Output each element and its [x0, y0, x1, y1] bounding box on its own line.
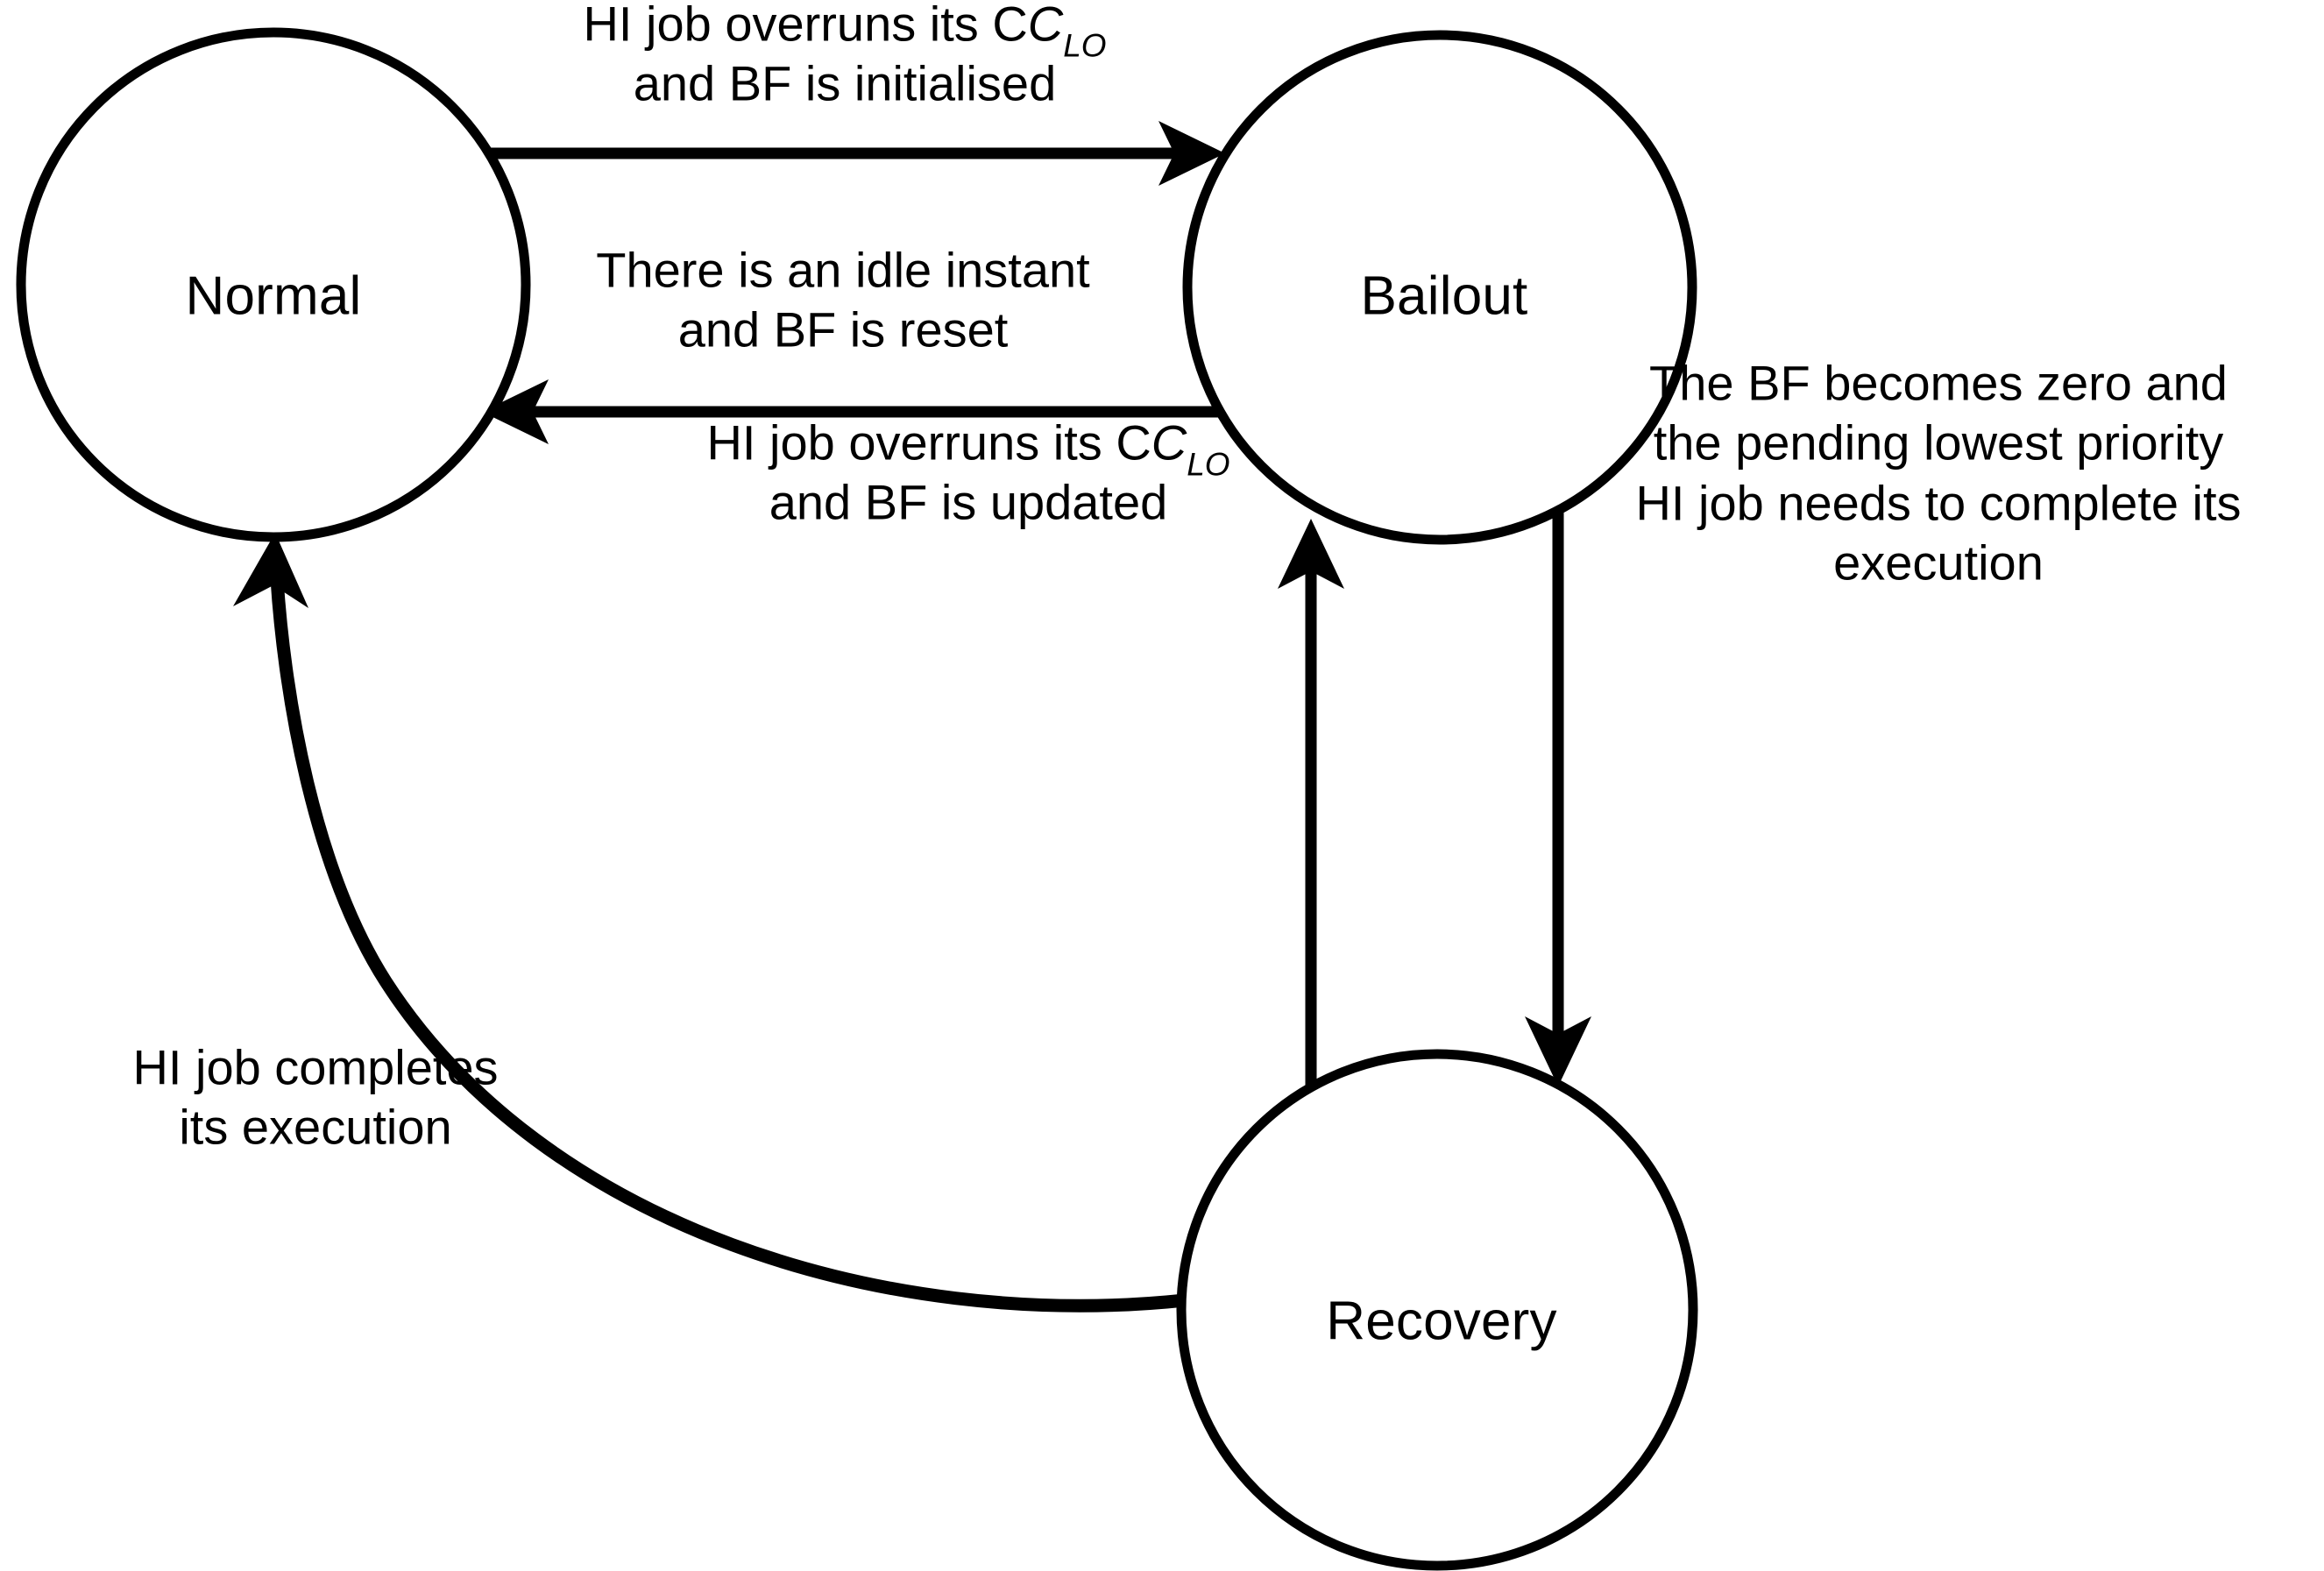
edge-label-line: HI job needs to complete its — [1635, 475, 2242, 530]
edge-label-line: HI job overruns its CCLO — [706, 414, 1230, 483]
edge-label-line: the pending lowest priority — [1653, 414, 2224, 471]
state-label-recovery: Recovery — [1326, 1291, 1557, 1352]
edge-recovery-to-normal-arrowhead — [233, 533, 308, 608]
edge-normal-to-bailout-arrowhead — [1158, 121, 1225, 186]
edge-recovery-to-bailout[interactable] — [1278, 519, 1344, 1113]
edge-bailout-to-normal[interactable] — [482, 379, 1227, 444]
edge-recovery-to-bailout-arrowhead — [1278, 519, 1344, 589]
edge-label-line: and BF is initialised — [633, 56, 1057, 111]
edge-bailout-to-normal-arrowhead — [482, 379, 549, 444]
edge-label-line: its execution — [179, 1100, 452, 1155]
edge-normal-to-bailout[interactable] — [480, 121, 1225, 186]
state-node-recovery[interactable] — [1176, 1049, 1698, 1571]
edge-label-recovery-to-normal: HI job completes its execution — [132, 1038, 498, 1158]
edge-label-line: HI job overruns its CCLO — [583, 0, 1106, 62]
state-node-bailout[interactable] — [1182, 30, 1697, 545]
edge-label-line: and BF is reset — [677, 302, 1009, 357]
edge-label-line: There is an idle instant — [596, 242, 1090, 298]
edge-bailout-to-recovery-arrowhead — [1525, 1016, 1591, 1086]
edge-label-normal-to-bailout: HI job overruns its CCLO and BF is initi… — [583, 0, 1106, 114]
edge-label-recovery-to-bailout: HI job overruns its CCLO and BF is updat… — [706, 414, 1229, 534]
state-label-bailout: Bailout — [1360, 265, 1528, 327]
edge-label-line: The BF becomes zero and — [1649, 355, 2228, 411]
edge-label-line: execution — [1833, 534, 2044, 591]
state-node-normal[interactable] — [16, 27, 531, 542]
edge-label-bailout-to-normal: There is an idle instant and BF is reset — [596, 241, 1089, 361]
edge-bailout-to-recovery[interactable] — [1525, 499, 1591, 1086]
math-variable-c: C — [1027, 0, 1064, 52]
math-variable-c: C — [1151, 414, 1187, 471]
edge-label-line: HI job completes — [132, 1039, 499, 1095]
state-label-normal: Normal — [185, 265, 362, 327]
edge-recovery-to-normal[interactable] — [233, 533, 1186, 1313]
math-subscript-lo: LO — [1187, 446, 1230, 483]
edge-label-bailout-to-recovery: The BF becomes zero and the pending lowe… — [1635, 353, 2241, 592]
math-subscript-lo: LO — [1063, 27, 1107, 64]
edge-label-line: and BF is updated — [769, 475, 1168, 530]
edge-recovery-to-normal-curve — [270, 577, 1186, 1313]
